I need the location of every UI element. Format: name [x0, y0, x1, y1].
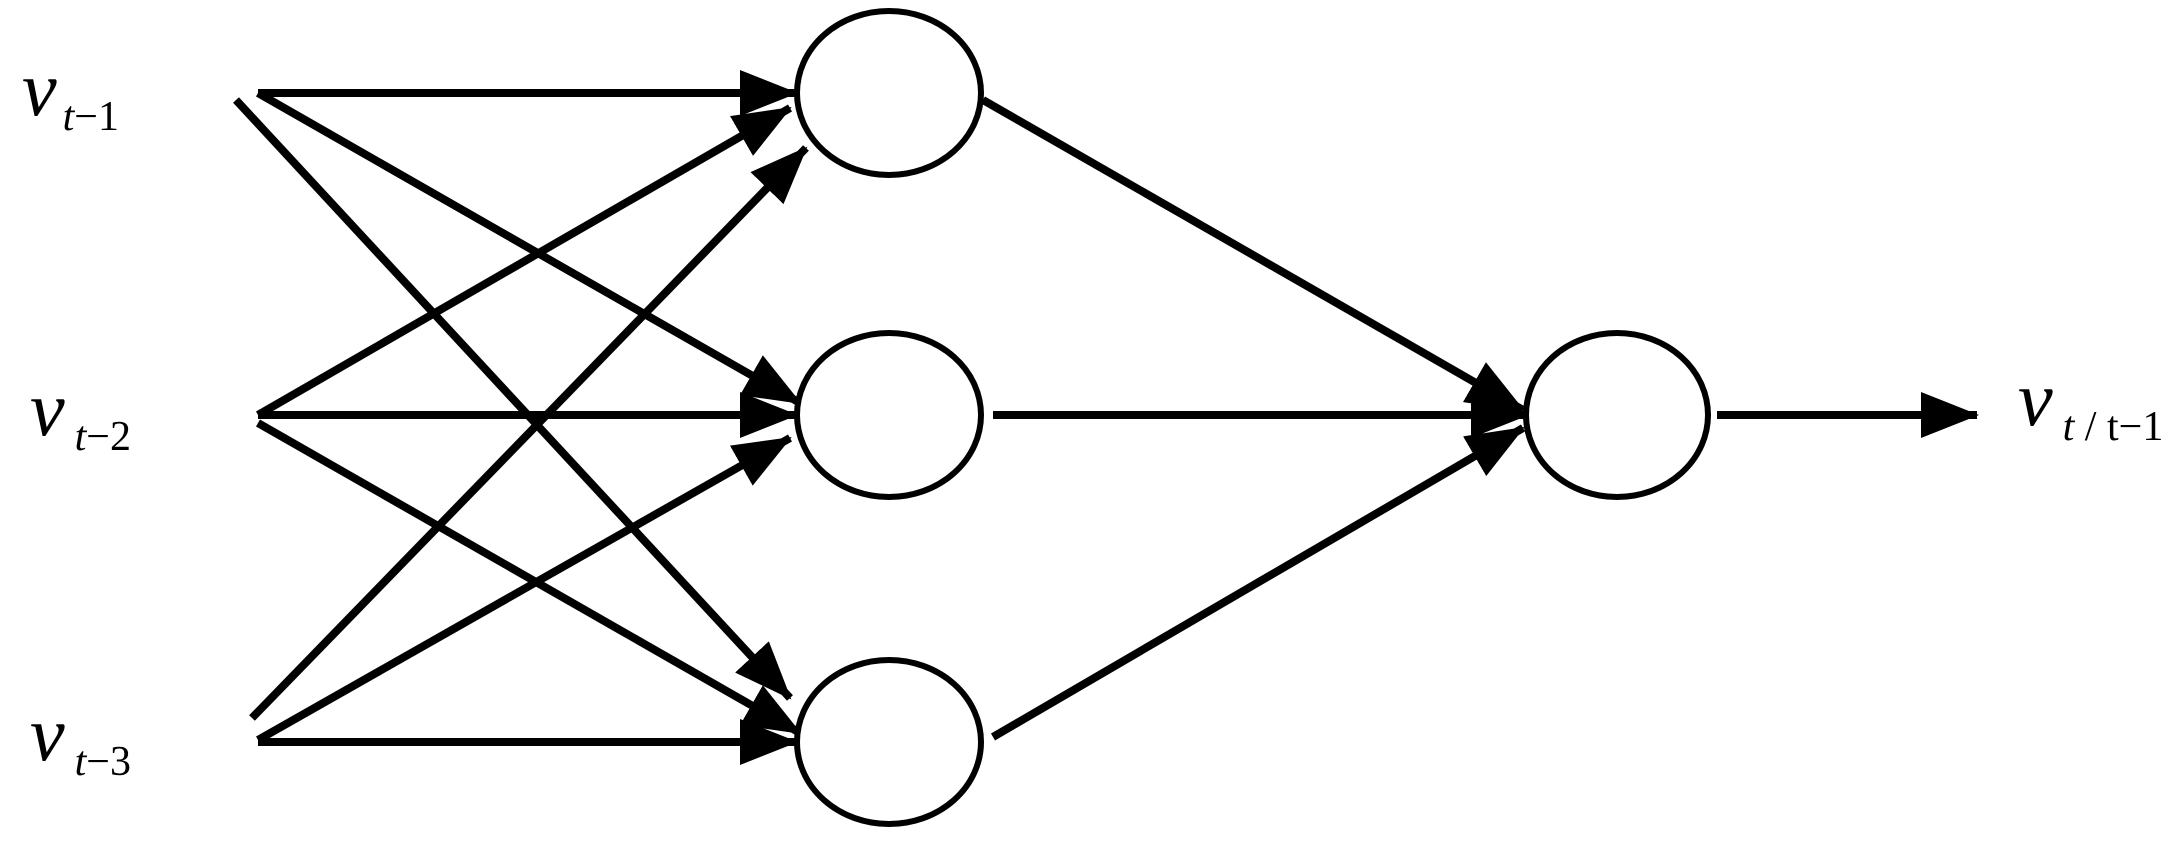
hidden-node-3 [794, 657, 984, 827]
input-label-3-sub-t: t [75, 739, 88, 785]
hidden-layer [794, 8, 984, 827]
edge-input2-hidden1 [256, 104, 792, 419]
input-label-1-sub-t: t [63, 94, 76, 140]
input-label-1-var: v [22, 45, 57, 132]
hidden-to-output-connections [981, 96, 1529, 741]
output-node [1523, 330, 1711, 500]
input-to-hidden-connections [233, 70, 809, 765]
edge-input3-hidden1 [249, 145, 809, 721]
edge-hidden3-output [990, 424, 1526, 741]
input-label-3-var: v [30, 690, 65, 777]
input-label-2-var: v [30, 365, 65, 452]
output-label-sub-t: t [2063, 404, 2076, 450]
input-label-3-sub-rest: −3 [86, 739, 131, 785]
hidden-node-2 [794, 330, 984, 500]
hidden-node-1 [794, 8, 984, 178]
edge-input1-hidden3 [233, 97, 793, 701]
input-label-1-sub-rest: −1 [74, 94, 119, 140]
input-label-2-sub-t: t [75, 414, 88, 460]
edge-hidden1-output [981, 96, 1525, 414]
edge-input3-hidden2 [256, 434, 792, 744]
edge-input1-hidden2 [256, 89, 802, 407]
output-label-sub-rest: / t−1 [2074, 404, 2163, 450]
edge-input2-hidden3 [256, 419, 802, 737]
output-label-var: v [2018, 355, 2053, 442]
input-label-2-sub-rest: −2 [86, 414, 131, 460]
